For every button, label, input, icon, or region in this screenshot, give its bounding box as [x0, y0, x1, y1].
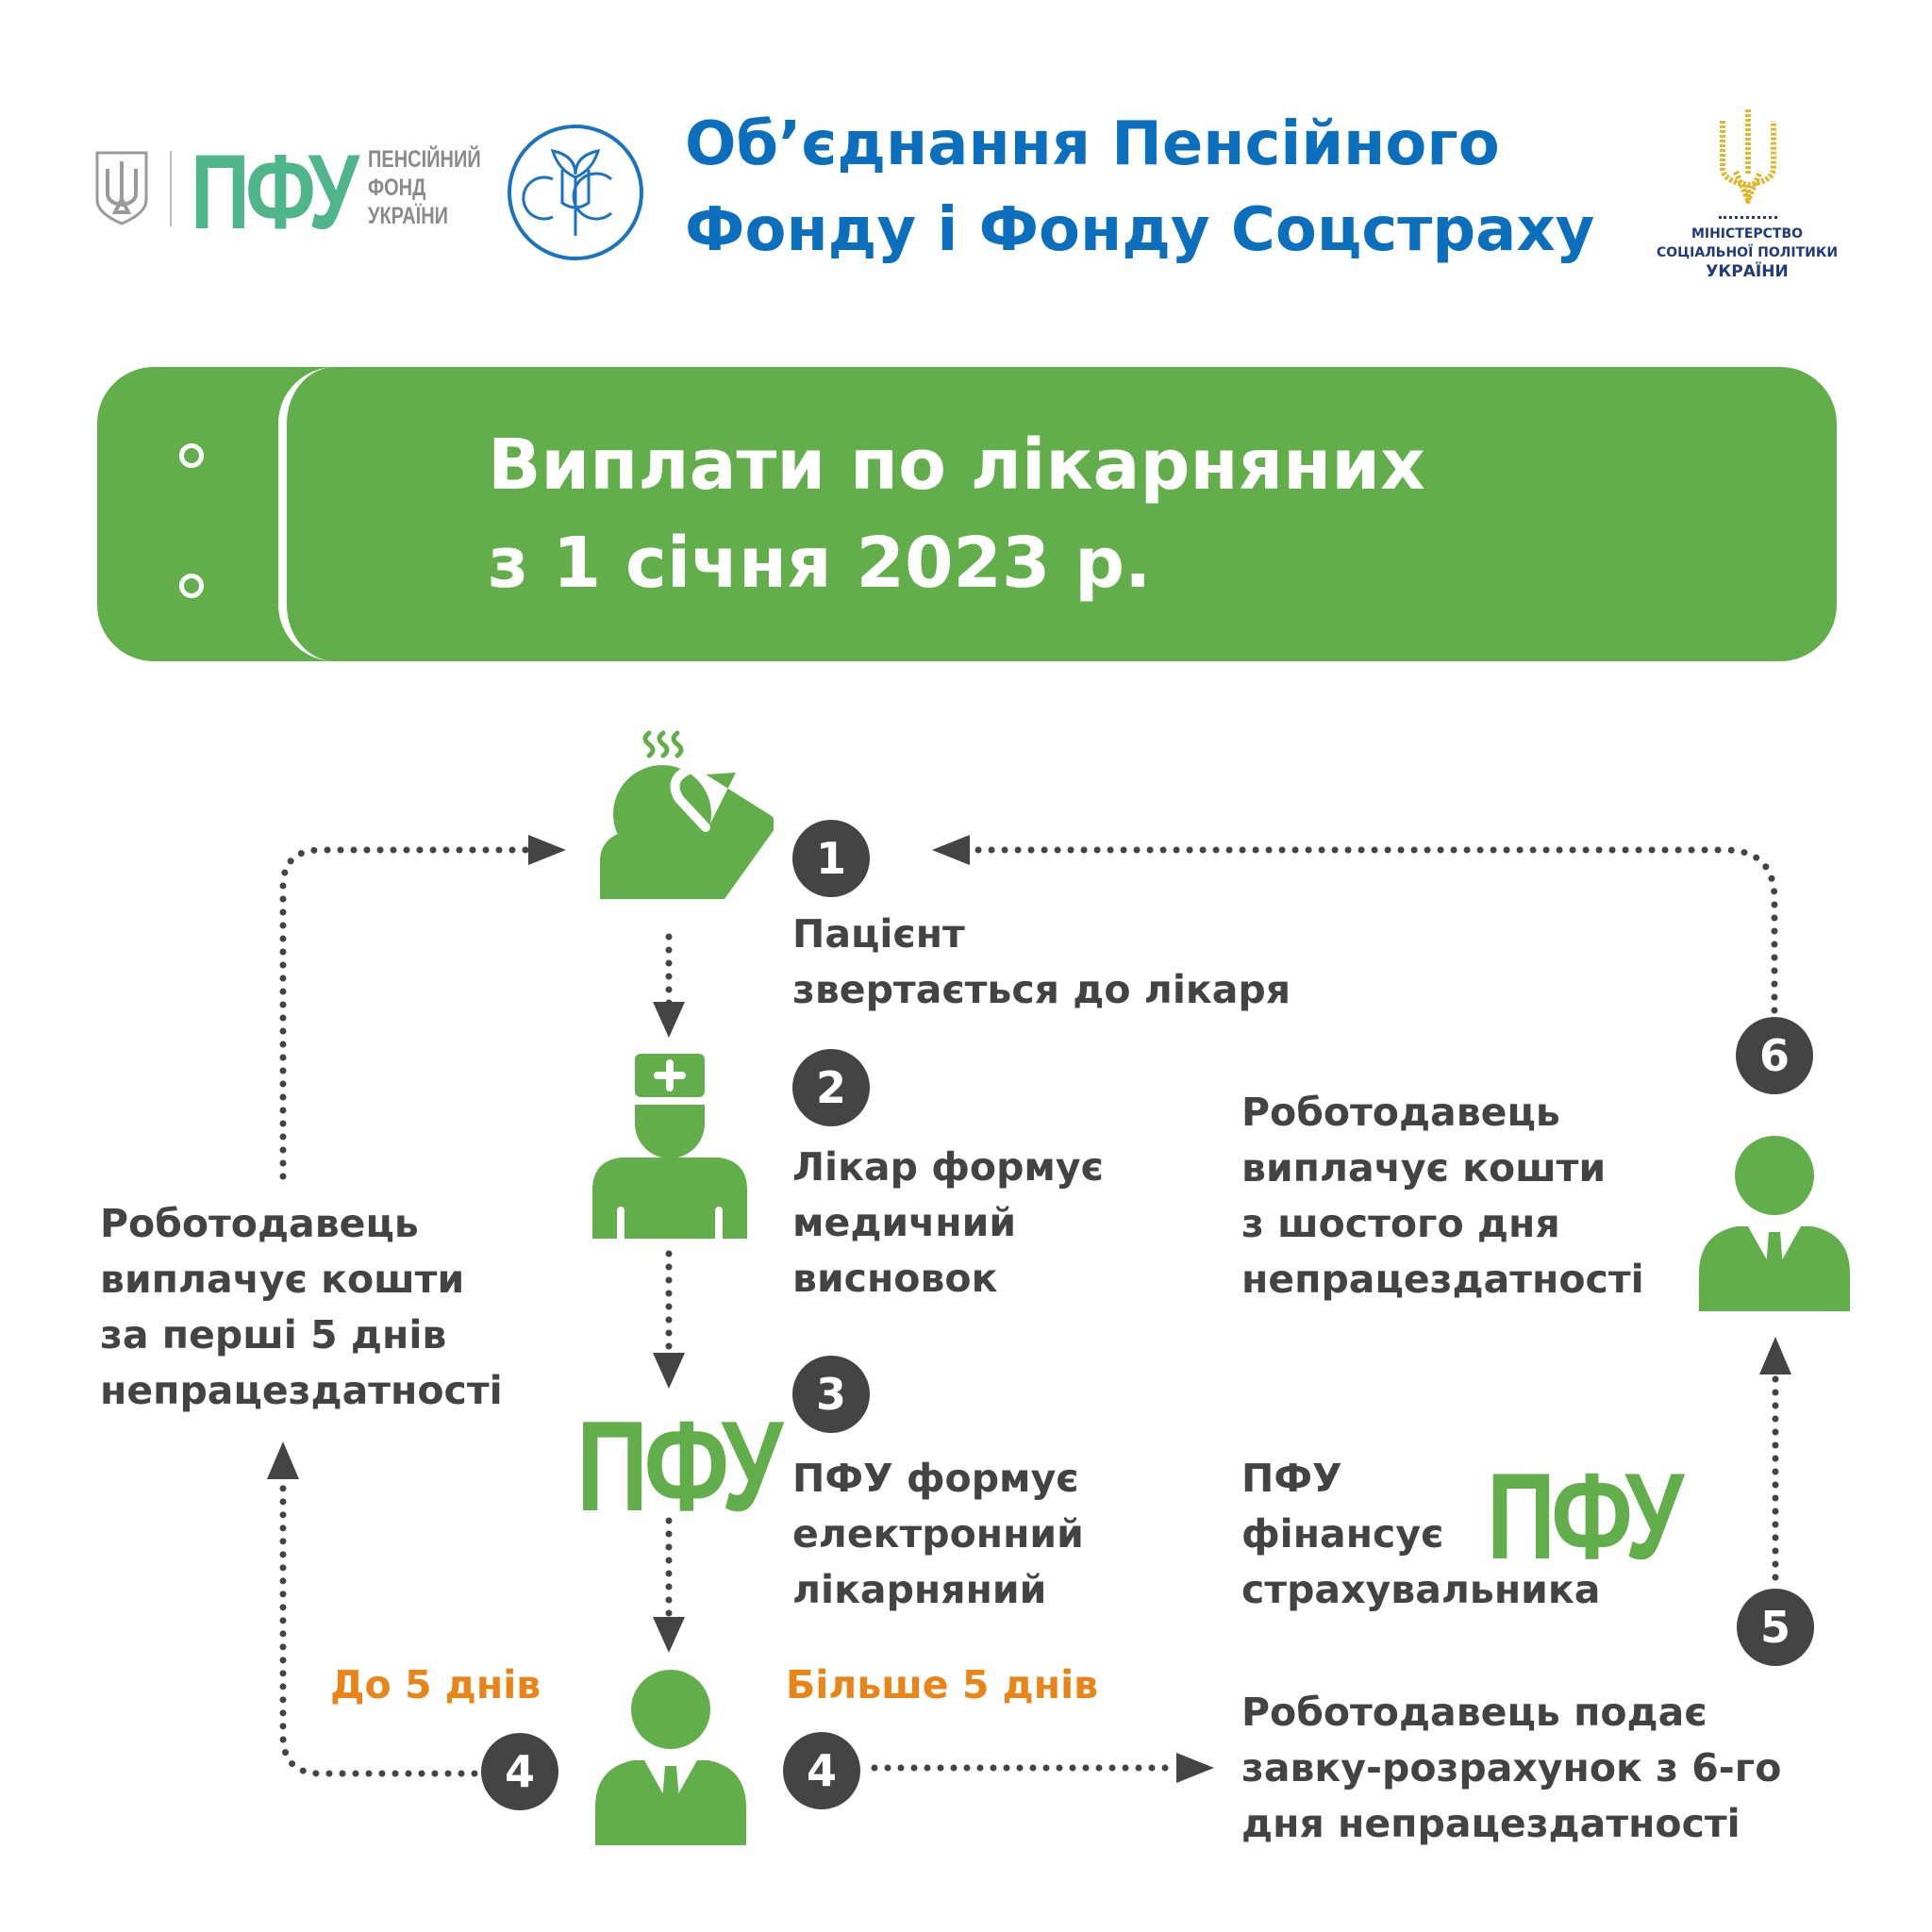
pfu-logo-step5: ПФУ	[1487, 1447, 1684, 1585]
arrow-down-icon	[653, 1353, 685, 1389]
banner-dot	[179, 574, 204, 598]
text-line: звертається до лікаря	[792, 967, 1291, 1012]
title-banner: Виплати по лікарняних з 1 січня 2023 р.	[97, 367, 1837, 661]
text-line: фінансує	[1241, 1511, 1444, 1557]
text-line: Роботодавець	[100, 1201, 419, 1246]
arrow-left-icon	[932, 835, 970, 865]
text-line: ПФУ	[1241, 1456, 1342, 1501]
text-line: висновок	[792, 1256, 998, 1301]
banner-inner	[278, 367, 1837, 661]
left-employer-text: Роботодавець виплачує кошти за перші 5 д…	[100, 1196, 503, 1419]
banner-heading: Виплати по лікарняних з 1 січня 2023 р.	[488, 416, 1425, 612]
step-3-text: ПФУ формує електронний лікарняний	[792, 1451, 1084, 1618]
banner-line: з 1 січня 2023 р.	[488, 523, 1152, 604]
step-2-text: Лікар формує медичний висновок	[792, 1140, 1104, 1307]
sick-patient-icon	[600, 730, 774, 899]
arrow-right-icon	[1176, 1753, 1214, 1783]
ministry-line: УКРАЇНИ	[1706, 262, 1789, 281]
pfu-logo-text: ПЕНСІЙНИЙ ФОНД УКРАЇНИ	[368, 145, 481, 230]
pfu-finance-text: ПФУ фінансує страхувальника	[1241, 1451, 1600, 1618]
ministry-dashes	[1719, 216, 1777, 219]
step-badge-2: 2	[792, 1049, 870, 1126]
banner-line: Виплати по лікарняних	[488, 425, 1425, 506]
pfu-text-line: ФОНД	[368, 175, 426, 201]
step-badge-4-right: 4	[783, 1732, 860, 1809]
text-line: непрацездатності	[100, 1368, 503, 1413]
social-insurance-fund-logo	[508, 125, 643, 260]
ukraine-trident-gold-icon	[1720, 109, 1776, 204]
step-6-text: Роботодавець виплачує кошти з шостого дн…	[1241, 1085, 1644, 1307]
banner-dot	[179, 443, 204, 468]
text-line: виплачує кошти	[100, 1257, 465, 1302]
title-line: Об’єднання Пенсійного	[685, 109, 1500, 179]
text-line: виплачує кошти	[1241, 1145, 1607, 1191]
employer-icon	[1699, 1136, 1850, 1311]
title-line: Фонду і Фонду Соцстраху	[685, 195, 1595, 265]
step-badge-1: 1	[792, 820, 870, 897]
text-line: Пацієнт	[792, 911, 965, 957]
arrow-down-icon	[653, 1002, 685, 1038]
arrow-right-icon	[528, 835, 566, 865]
pfu-logo-step3: ПФУ	[576, 1394, 783, 1538]
text-line: дня непрацездатності	[1241, 1801, 1740, 1846]
connector-4-left	[279, 1474, 478, 1777]
step-badge-6: 6	[1736, 1017, 1813, 1094]
text-line: Лікар формує	[792, 1144, 1104, 1190]
text-line: з шостого дня	[1241, 1201, 1560, 1246]
text-line: електронний	[792, 1511, 1084, 1557]
ministry-logo-text: МІНІСТЕРСТВО СОЦІАЛЬНОЇ ПОЛІТИКИ УКРАЇНИ	[1643, 225, 1851, 281]
arrow-up-icon	[1759, 1337, 1791, 1374]
divider	[170, 151, 172, 226]
arrow-down-icon	[653, 1617, 685, 1653]
ministry-line: СОЦІАЛЬНОЇ ПОЛІТИКИ	[1656, 245, 1839, 260]
step-badge-5: 5	[1737, 1589, 1814, 1666]
text-line: за перші 5 днів	[100, 1312, 447, 1357]
pfu-text-line: УКРАЇНИ	[368, 203, 449, 229]
text-line: непрацездатності	[1241, 1257, 1644, 1302]
step-1-text: Пацієнт звертається до лікаря	[792, 907, 1291, 1018]
ukraine-trident-gray-icon	[95, 151, 148, 225]
text-line: Роботодавець	[1241, 1090, 1560, 1135]
pfu-logo: ПФУ	[191, 133, 359, 251]
text-line: Роботодавець подає	[1241, 1690, 1707, 1735]
text-line: ПФУ формує	[792, 1456, 1079, 1501]
more-than-5-days-label: Більше 5 днів	[786, 1662, 1099, 1707]
ministry-line: МІНІСТЕРСТВО	[1690, 226, 1804, 242]
up-to-5-days-label: До 5 днів	[330, 1662, 541, 1707]
connector-5-to-loop	[279, 846, 537, 1180]
step-badge-4-left: 4	[481, 1733, 558, 1810]
employer-icon	[595, 1670, 746, 1845]
text-line: страхувальника	[1241, 1567, 1601, 1612]
text-line: завку-розрахунок з 6-го	[1241, 1745, 1782, 1790]
page-title: Об’єднання Пенсійного Фонду і Фонду Соцс…	[685, 102, 1594, 274]
arrow-up-icon	[267, 1441, 299, 1479]
text-line: лікарняний	[792, 1567, 1047, 1612]
pfu-text-line: ПЕНСІЙНИЙ	[368, 146, 481, 173]
text-line: медичний	[792, 1200, 1017, 1245]
doctor-icon	[592, 1054, 747, 1239]
step-5-employer-text: Роботодавець подає завку-розрахунок з 6-…	[1241, 1685, 1781, 1852]
step-badge-3: 3	[792, 1356, 870, 1433]
